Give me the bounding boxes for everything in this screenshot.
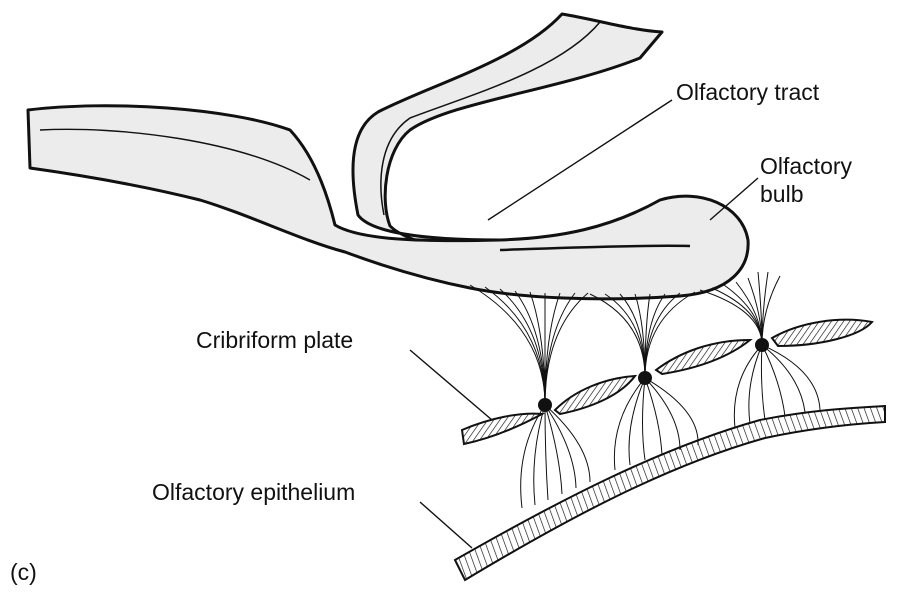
plate-segment-3 [656, 340, 750, 374]
plate-segment-4 [772, 320, 872, 346]
olfactory-bulb-label: Olfactory bulb [760, 152, 852, 208]
cribriform-plate-label: Cribriform plate [196, 326, 353, 354]
leader-cribriform [410, 350, 492, 420]
foramen-2 [638, 371, 652, 385]
olfactory-tract-label: Olfactory tract [676, 78, 819, 106]
olfactory-bulb-label-line2: bulb [760, 180, 852, 208]
olfactory-epithelium-label: Olfactory epithelium [152, 478, 355, 506]
leader-epithelium [420, 502, 472, 548]
foramen-3 [755, 338, 769, 352]
plate-segment-1 [462, 414, 542, 444]
olfactory-epithelium [455, 406, 885, 580]
olfactory-bulb-label-line1: Olfactory [760, 152, 852, 180]
plate-segment-2 [555, 376, 635, 414]
leader-lines [410, 100, 758, 548]
foramen-1 [538, 398, 552, 412]
leader-tract [488, 100, 672, 220]
panel-label: (c) [10, 558, 37, 586]
